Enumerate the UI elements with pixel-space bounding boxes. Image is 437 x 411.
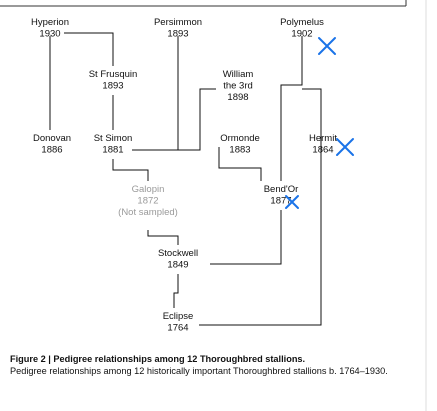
caption-title: Figure 2 | Pedigree relationships among …: [10, 354, 306, 364]
cross-marks: [285, 37, 354, 209]
caption-text: Pedigree relationships among 12 historic…: [10, 366, 388, 376]
node-name: Polymelus: [280, 17, 324, 28]
node-name: Hermit: [309, 133, 337, 144]
node-name: Ormonde: [220, 133, 260, 144]
edge-bendor-stockwell: [210, 210, 282, 265]
node-name: Donovan: [33, 133, 71, 144]
node-note: (Not sampled): [118, 207, 178, 218]
figure-caption: Figure 2 | Pedigree relationships among …: [10, 353, 410, 377]
node-name: Persimmon: [154, 17, 202, 28]
node-year: 1898: [227, 92, 248, 103]
edge-william-join: [132, 88, 216, 151]
node-year: 1883: [229, 145, 250, 156]
cross-mark-icon: [285, 195, 299, 209]
node-name: Eclipse: [163, 311, 194, 322]
node-year: 1764: [167, 323, 188, 334]
node-name: William: [223, 69, 254, 80]
edge-stsimon-galopin: [112, 159, 149, 181]
node-year: 1872: [137, 196, 158, 207]
node-name: Stockwell: [158, 248, 198, 259]
node-year: 1864: [312, 145, 333, 156]
node-year: 1849: [167, 260, 188, 271]
node-year: 1893: [167, 29, 188, 40]
edge-hyperion-stfrusquin: [64, 32, 114, 66]
node-year: 1930: [39, 29, 60, 40]
node-name: St Simon: [94, 133, 133, 144]
pedigree-edges: [49, 32, 322, 326]
node-year: 1877: [270, 196, 291, 207]
node-name: Bend'Or: [264, 184, 299, 195]
node-year: 1886: [41, 145, 62, 156]
edge-hermit-eclipse: [199, 88, 322, 326]
node-name: St Frusquin: [89, 69, 138, 80]
pedigree-nodes: Hyperion1930Persimmon1893Polymelus1902St…: [31, 17, 337, 334]
cross-mark-icon: [318, 37, 336, 55]
cross-mark-icon: [336, 138, 354, 156]
node-name: the 3rd: [223, 81, 253, 92]
edge-stockwell-eclipse: [173, 274, 179, 308]
node-year: 1881: [102, 145, 123, 156]
edge-polymelus-bendor: [280, 36, 303, 181]
node-year: 1893: [102, 81, 123, 92]
node-name: Hyperion: [31, 17, 69, 28]
edge-galopin-stockwell: [147, 230, 179, 245]
node-year: 1902: [291, 29, 312, 40]
node-name: Galopin: [132, 184, 165, 195]
edge-ormonde-bendor: [218, 147, 262, 181]
